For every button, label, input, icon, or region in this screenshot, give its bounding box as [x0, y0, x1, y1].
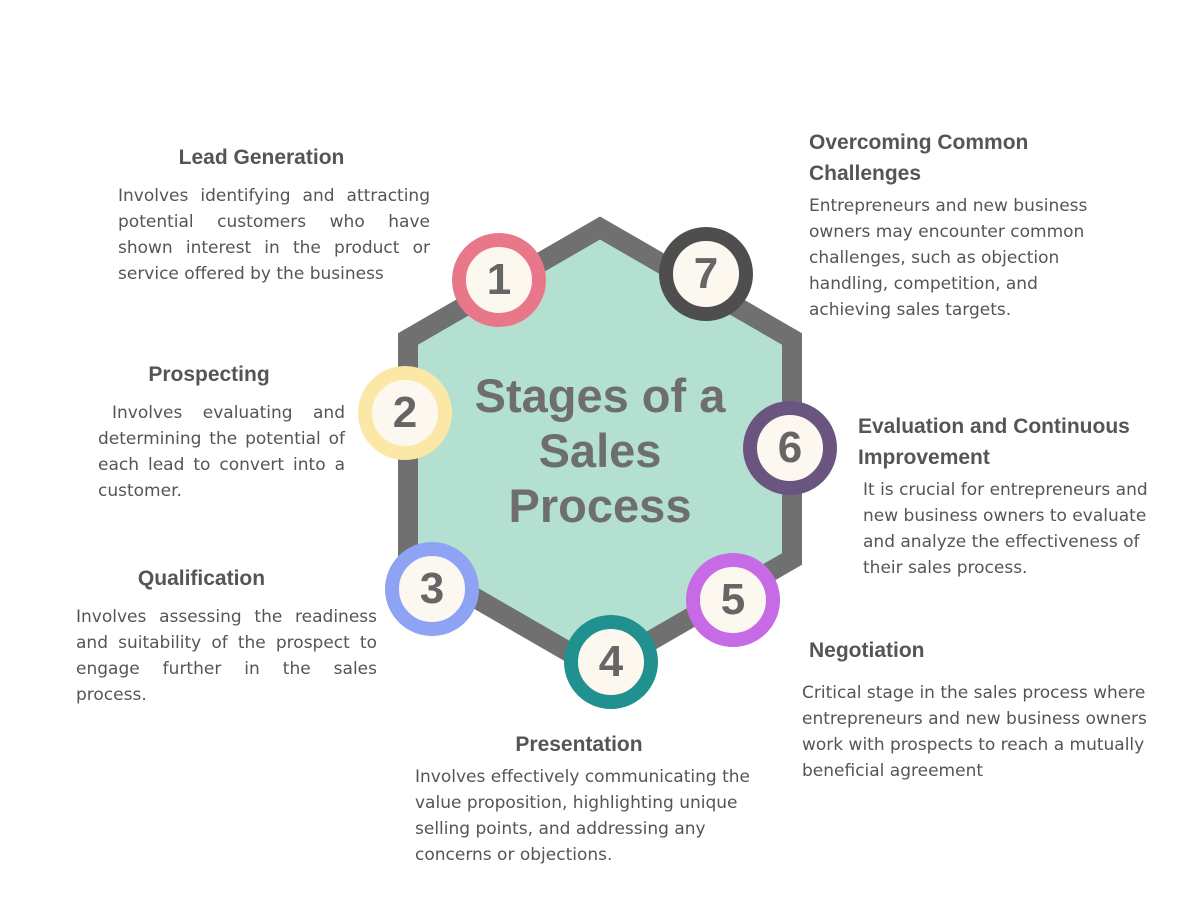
stage-6-block: Evaluation and Continuous Improvement It…: [858, 411, 1168, 581]
stage-6-text: It is crucial for entrepreneurs and new …: [863, 480, 1148, 578]
stage-3-block: Qualification Involves assessing the rea…: [76, 563, 377, 708]
stage-1-title: Lead Generation: [178, 146, 345, 169]
diagram-title: Stages of a Sales Process: [474, 369, 726, 532]
stage-7-title: Overcoming Common Challenges: [809, 131, 1029, 185]
stage-7-text: Entrepreneurs and new business owners ma…: [809, 196, 1088, 320]
stage-4-block: Presentation Involves effectively commun…: [415, 729, 765, 868]
stage-4-text: Involves effectively communicating the v…: [415, 767, 750, 865]
stage-5-text: Critical stage in the sales process wher…: [802, 683, 1147, 781]
stage-2-badge: 2: [358, 366, 452, 460]
stage-5-title: Negotiation: [809, 639, 925, 662]
stage-7-badge: 7: [659, 227, 753, 321]
stage-3-text: Involves assessing the readiness and sui…: [76, 607, 377, 705]
stage-6-badge: 6: [743, 401, 837, 495]
stage-6-title: Evaluation and Continuous Improvement: [858, 415, 1130, 469]
stage-5-block: Negotiation Critical stage in the sales …: [802, 635, 1152, 784]
stage-2-text: Involves evaluating and determining the …: [98, 403, 345, 501]
stage-2-block: Prospecting Involves evaluating and dete…: [98, 359, 345, 504]
stage-5-badge: 5: [686, 553, 780, 647]
stage-3-badge: 3: [385, 542, 479, 636]
stage-1-block: Lead Generation Involves identifying and…: [118, 142, 430, 287]
stage-4-title: Presentation: [515, 733, 643, 756]
stage-2-title: Prospecting: [148, 363, 270, 386]
stage-3-title: Qualification: [137, 567, 266, 590]
stage-1-text: Involves identifying and attracting pote…: [118, 186, 430, 284]
stage-4-badge: 4: [564, 615, 658, 709]
stage-1-badge: 1: [452, 233, 546, 327]
stage-7-block: Overcoming Common Challenges Entrepreneu…: [809, 127, 1119, 323]
